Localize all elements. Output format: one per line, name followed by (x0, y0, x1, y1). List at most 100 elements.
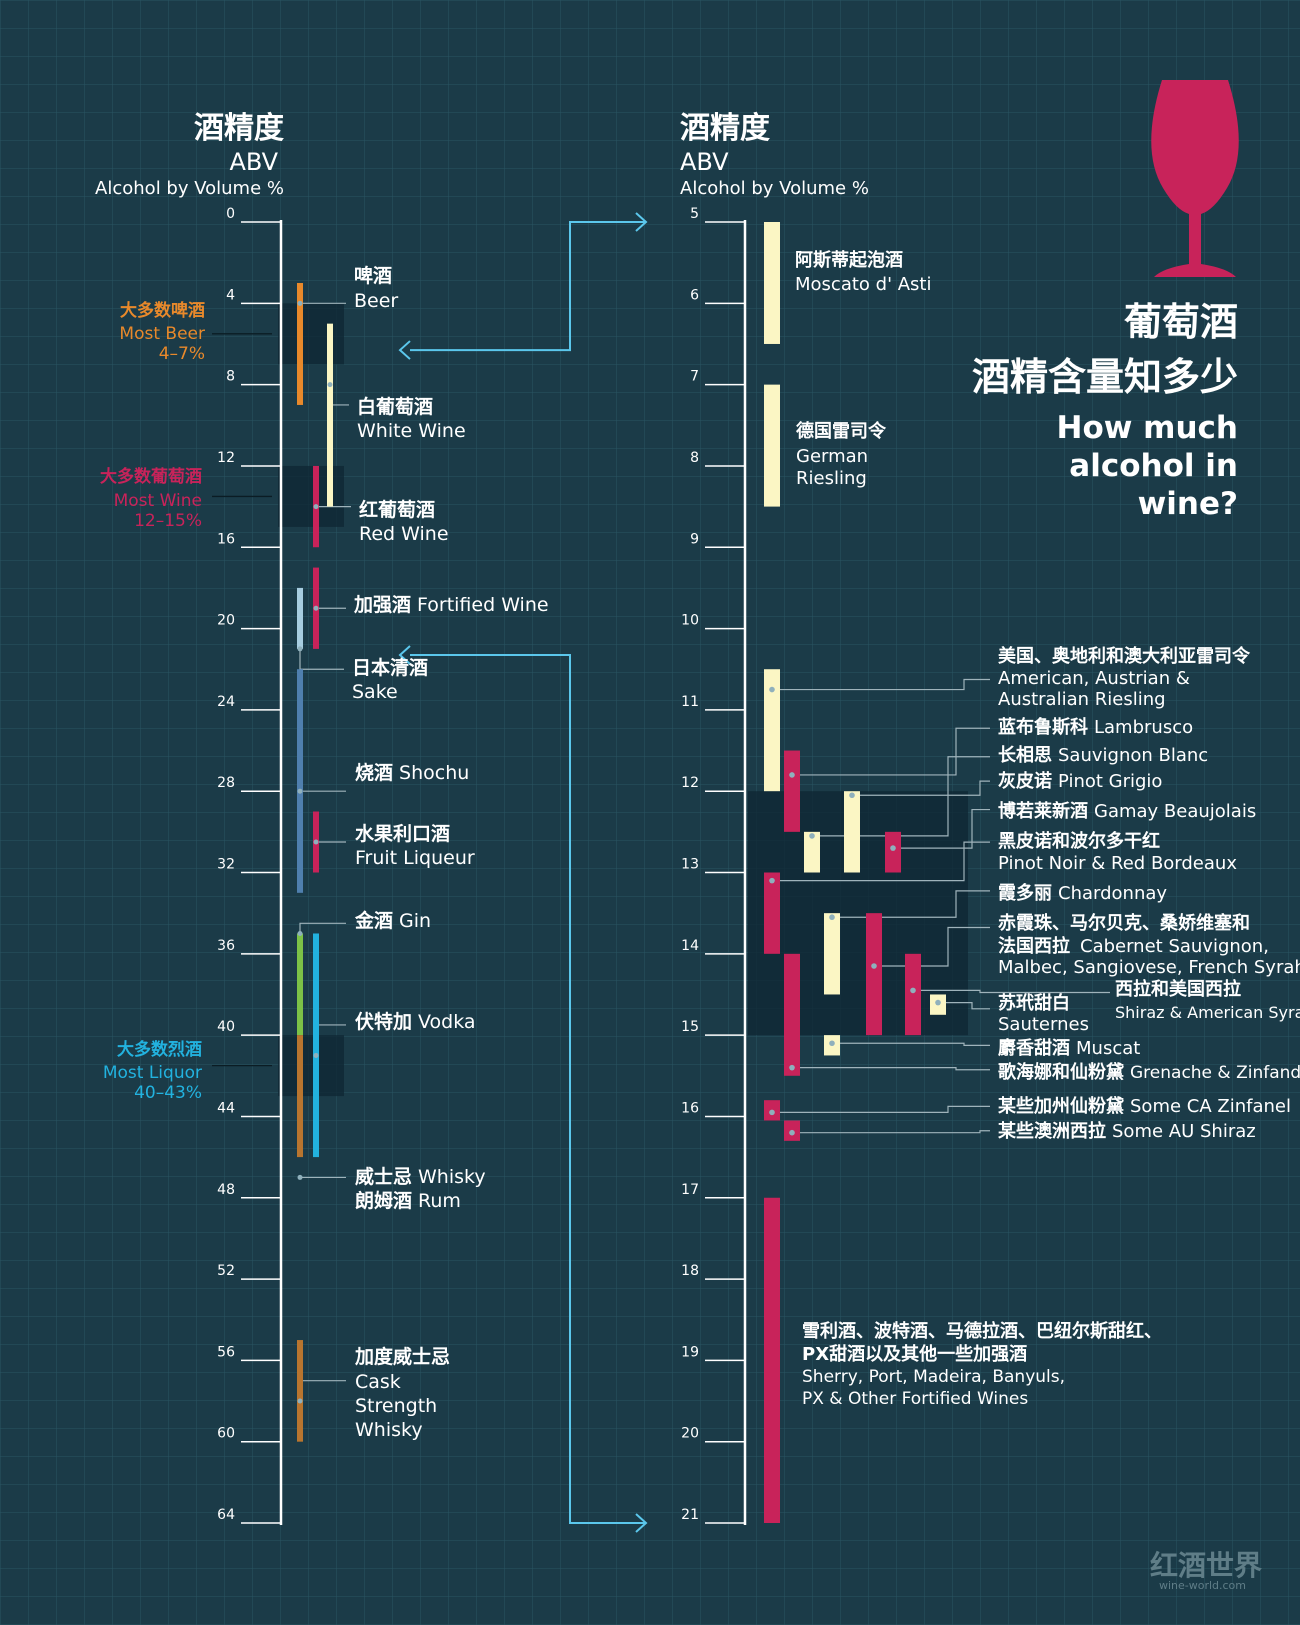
label-sauv: 长相思 Sauvignon Blanc (998, 745, 1208, 766)
connector-r-4 (812, 756, 990, 837)
label-vodka-en: Vodka (418, 1011, 476, 1033)
right-tick-label: 21 (681, 1507, 699, 1523)
left-tick-label: 24 (217, 694, 235, 710)
label-gren-en: Grenache & Zinfandel (1130, 1063, 1300, 1083)
label-rum-cn: 朗姆酒 (355, 1189, 412, 1212)
label-lamb-cn: 蓝布鲁斯科 (998, 716, 1088, 738)
connector-dot-5 (297, 788, 303, 794)
connector-r-14 (772, 1105, 990, 1113)
label-shiraz-cn: 西拉和美国西拉 (1115, 978, 1241, 1000)
logo-cn: 红酒世界 (1150, 1549, 1262, 1582)
label-shochu-cn: 烧酒 (355, 762, 393, 784)
connector-r-10 (913, 989, 1110, 994)
connector-dot-r-15 (789, 1129, 795, 1136)
label-beer-en: Beer (354, 290, 398, 312)
label-whisky-en: Whisky (418, 1166, 486, 1188)
connector-r-13 (792, 1067, 990, 1071)
label-sauv-en: Sauvignon Blanc (1058, 745, 1208, 766)
label-whisky-cn: 威士忌 (355, 1165, 412, 1188)
bar-moscato-d-asti (764, 222, 780, 344)
label-cab-cn-1: 赤霞珠、马尔贝克、桑娇维塞和 (998, 912, 1250, 934)
left-title: 酒精度 (194, 111, 284, 146)
label-saut-cn: 苏玳甜白 (998, 992, 1070, 1014)
label-aushiraz-cn: 某些澳洲西拉 (998, 1120, 1106, 1142)
band-wine-range: 12–15% (134, 511, 202, 531)
label-gin-cn: 金酒 (354, 909, 393, 932)
right-tick-label: 11 (681, 694, 699, 710)
right-tick-label: 16 (681, 1100, 699, 1116)
right-tick-label: 10 (681, 613, 699, 629)
right-tick-label: 5 (690, 206, 699, 222)
connector-dot-r-13 (789, 1064, 795, 1071)
right-tick-label: 19 (681, 1344, 699, 1360)
connector-dot-r-14 (769, 1109, 775, 1116)
connector-r-5 (852, 780, 990, 796)
label-chard-cn: 霞多丽 (998, 882, 1052, 904)
bar-sherry-port-madeira-banyuls-px-other-fortified-wines (764, 1197, 780, 1523)
label-pinotg: 灰皮诺 Pinot Grigio (998, 770, 1162, 792)
band-wine-cn: 大多数葡萄酒 (100, 466, 202, 487)
band-beer-range: 4–7% (159, 344, 205, 364)
label-gamay-cn: 博若莱新酒 (998, 800, 1088, 822)
label-cask-en-1: Cask (355, 1371, 401, 1393)
main-title-en-2: alcohol in (1069, 448, 1238, 484)
left-tick-label: 12 (217, 450, 235, 466)
connector-dot-r-4 (809, 833, 815, 839)
left-tick-label: 32 (217, 857, 235, 873)
label-sherry-en-1: Sherry, Port, Madeira, Banyuls, (802, 1367, 1065, 1387)
left-tick-label: 0 (226, 206, 235, 222)
connector-dot-r-12 (829, 1040, 835, 1047)
label-amer-en-2: Australian Riesling (998, 689, 1166, 710)
label-pinotg-en: Pinot Grigio (1058, 771, 1162, 792)
bar-sake (297, 587, 303, 649)
bar-shiraz-american-syrah (905, 953, 921, 1036)
label-pinotn-cn: 黑皮诺和波尔多干红 (998, 830, 1160, 852)
connector-7 (299, 922, 346, 934)
connector-dot-r-11 (935, 999, 941, 1006)
label-cask-en-2: Strength (355, 1395, 437, 1417)
zoom-arrowhead-top-left (398, 340, 411, 360)
left-tick-label: 48 (217, 1182, 235, 1198)
left-tick-label: 56 (217, 1344, 235, 1360)
label-red-cn: 红葡萄酒 (359, 498, 435, 521)
bar-sauvignon-blanc (804, 831, 820, 873)
connector-dot-r-6 (890, 845, 896, 851)
main-title-en-3: wine? (1138, 486, 1238, 522)
label-moscato-en: Moscato d' Asti (795, 274, 932, 295)
band-shade-1 (278, 465, 344, 527)
label-shochu-en: Shochu (399, 762, 469, 784)
left-tick-label: 16 (217, 531, 235, 547)
connector-r-12 (832, 1042, 990, 1046)
band-liquor-cn: 大多数烈酒 (117, 1039, 202, 1060)
zoom-arrow-top (410, 221, 646, 352)
connector-r-11 (938, 1002, 990, 1010)
left-tick-label: 52 (217, 1263, 235, 1279)
connector-r-8 (832, 890, 990, 918)
label-white-en: White Wine (357, 420, 466, 442)
bar-white-wine (327, 323, 333, 507)
label-sauv-cn: 长相思 (998, 745, 1052, 766)
main-title-cn-1: 葡萄酒 (1124, 300, 1238, 344)
left-tick-label: 20 (217, 613, 235, 629)
left-unit: Alcohol by Volume % (95, 178, 284, 199)
label-sherry-cn-1: 雪利酒、波特酒、马德拉酒、巴纽尔斯甜红、 (802, 1320, 1162, 1342)
band-liquor-en: Most Liquor (103, 1063, 202, 1083)
right-title: 酒精度 (680, 111, 770, 146)
bar-gin (297, 933, 303, 1036)
label-pinotn-en: Pinot Noir & Red Bordeaux (998, 853, 1237, 874)
connector-r-6 (893, 808, 990, 849)
label-german-cn: 德国雷司令 (796, 420, 887, 442)
label-gren-cn: 歌海娜和仙粉黛 (998, 1061, 1124, 1083)
connector-dot-8 (313, 1052, 319, 1058)
bar-cabernet-sauvignon-malbec-sangiovese-french-syrah (866, 913, 882, 1036)
left-tick-label: 36 (217, 938, 235, 954)
label-pinotg-cn: 灰皮诺 (998, 770, 1052, 792)
connector-dot-3 (313, 605, 319, 611)
label-sherry-cn-2: PX甜酒以及其他一些加强酒 (802, 1343, 1027, 1365)
bar-cask-strength-whisky (297, 1340, 303, 1442)
